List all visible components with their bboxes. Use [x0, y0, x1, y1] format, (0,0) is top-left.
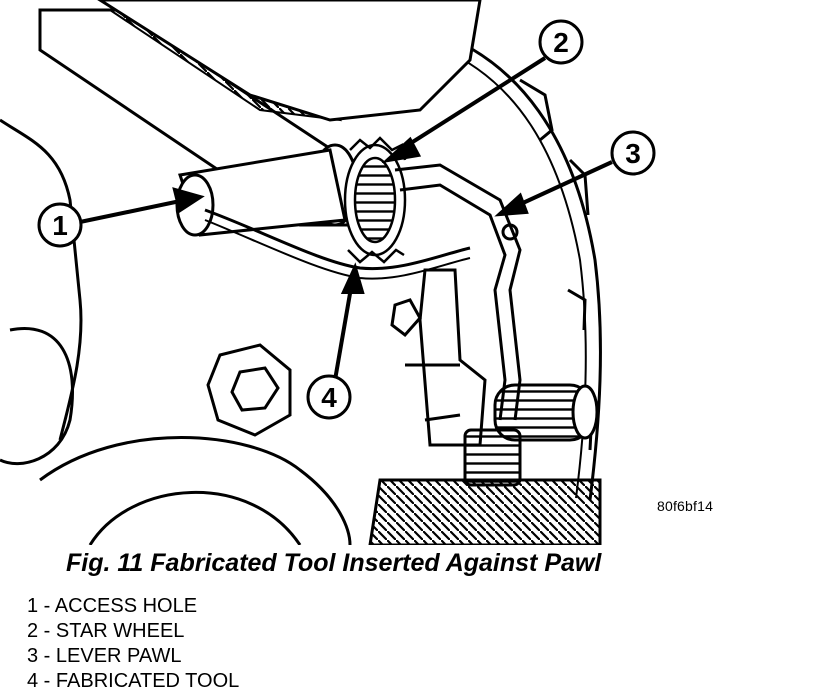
callout-legend: 1 - ACCESS HOLE 2 - STAR WHEEL 3 - LEVER…	[27, 594, 239, 694]
leader-lines	[79, 56, 613, 381]
spring-right	[493, 383, 599, 442]
callout-4: 4	[306, 374, 352, 420]
figure-code: 80f6bf14	[657, 498, 714, 514]
figure-caption: Fig. 11 Fabricated Tool Inserted Against…	[66, 549, 602, 577]
callout-1: 1	[37, 202, 83, 248]
lever-pawl	[394, 163, 522, 421]
hold-down-clip	[390, 268, 487, 447]
svg-text:4: 4	[321, 382, 337, 413]
adjuster-shaft	[38, 0, 482, 237]
housing-left	[0, 118, 352, 545]
star-wheel	[343, 136, 407, 264]
legend-item-4: 4 - FABRICATED TOOL	[27, 670, 240, 692]
svg-text:2: 2	[553, 27, 569, 58]
svg-text:3: 3	[625, 138, 641, 169]
legend-item-2: 2 - STAR WHEEL	[27, 620, 185, 642]
bolt-head	[206, 343, 292, 437]
spring-lower	[463, 428, 522, 487]
svg-text:1: 1	[52, 210, 68, 241]
callout-3: 3	[610, 130, 656, 176]
legend-item-1: 1 - ACCESS HOLE	[27, 595, 198, 617]
callout-2: 2	[538, 19, 584, 65]
spring-bottom	[368, 478, 602, 545]
brake-assembly-illustration: 1 2 3 4	[0, 0, 656, 545]
legend-item-3: 3 - LEVER PAWL	[27, 645, 182, 667]
